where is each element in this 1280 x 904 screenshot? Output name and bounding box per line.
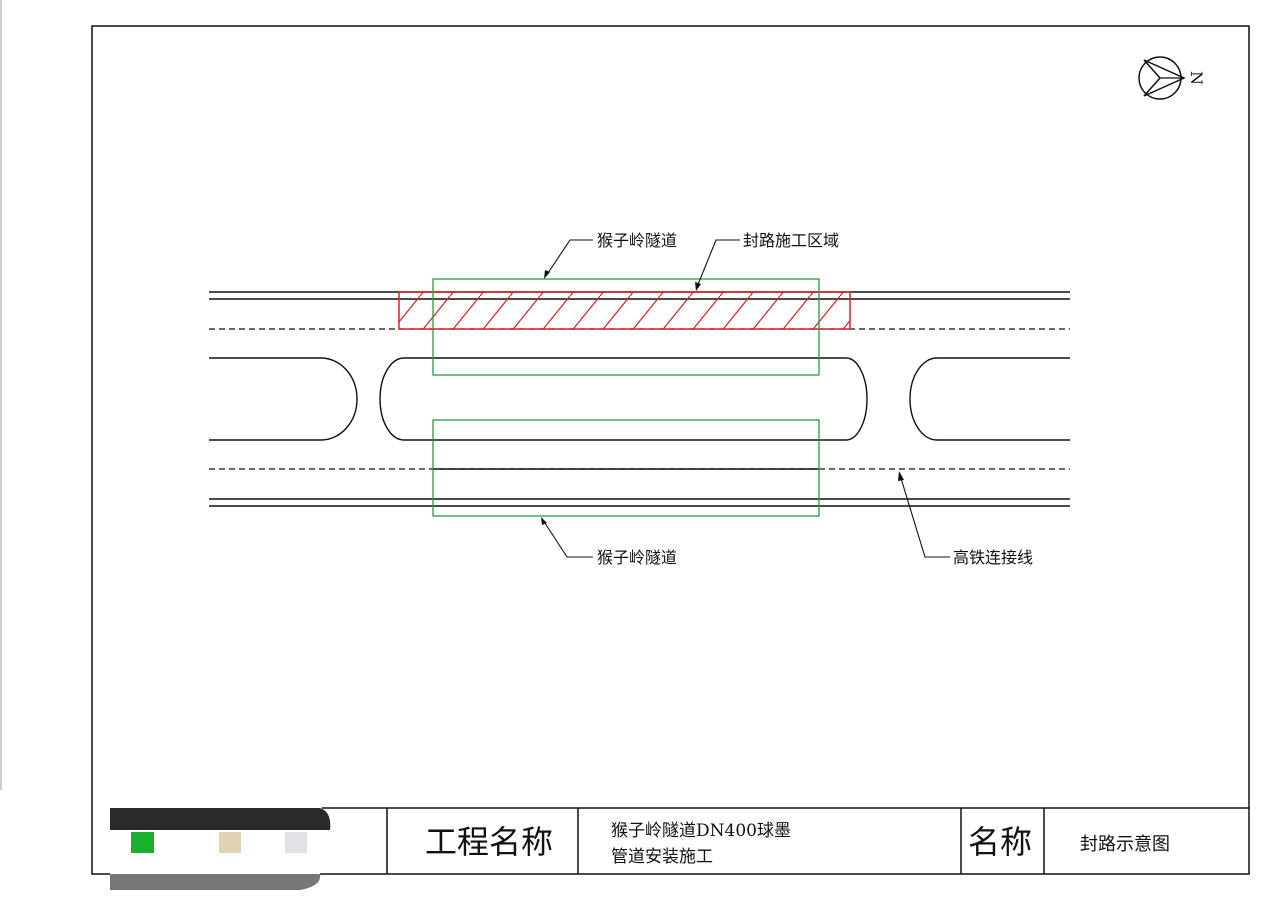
label-rail-link: 高铁连接线 bbox=[953, 548, 1033, 567]
arrowhead-closure-zone bbox=[695, 282, 701, 291]
label-tunnel-top: 猴子岭隧道 bbox=[597, 231, 677, 250]
project-name-line2: 管道安装施工 bbox=[611, 847, 713, 867]
swatch-tan bbox=[219, 832, 241, 853]
leader-rail-link bbox=[899, 474, 950, 558]
north-arrow-icon bbox=[1138, 56, 1186, 100]
drawing-name-label: 名称 bbox=[968, 823, 1032, 861]
median-center-segment bbox=[379, 357, 868, 441]
leader-tunnel-bottom bbox=[542, 519, 593, 558]
median-left-segment bbox=[209, 357, 358, 441]
title-block bbox=[322, 807, 1249, 874]
leader-tunnel-top bbox=[545, 239, 593, 277]
label-closure-zone: 封路施工区域 bbox=[743, 231, 839, 250]
leader-closure-zone bbox=[696, 239, 740, 288]
swatch-green bbox=[131, 832, 154, 853]
project-name-label: 工程名称 bbox=[425, 823, 553, 861]
arrowhead-tunnel-bottom bbox=[541, 517, 547, 525]
company-logo bbox=[110, 808, 331, 890]
tunnel-top-outline bbox=[432, 278, 820, 376]
closure-zone-hatch bbox=[398, 291, 851, 330]
tunnel-bottom-outline bbox=[432, 419, 820, 517]
bottom-road-edges bbox=[209, 498, 1070, 507]
median-right-segment bbox=[909, 357, 1070, 441]
arrowhead-rail-link bbox=[898, 471, 904, 481]
label-tunnel-bottom: 猴子岭隧道 bbox=[597, 548, 677, 567]
project-name-line1: 猴子岭隧道DN400球墨 bbox=[611, 821, 791, 841]
north-letter: N bbox=[1187, 71, 1206, 85]
drawing-frame bbox=[91, 25, 1250, 875]
swatch-gray bbox=[285, 832, 307, 853]
arrowhead-tunnel-top bbox=[544, 270, 550, 279]
drawing-name-value: 封路示意图 bbox=[1080, 834, 1170, 855]
